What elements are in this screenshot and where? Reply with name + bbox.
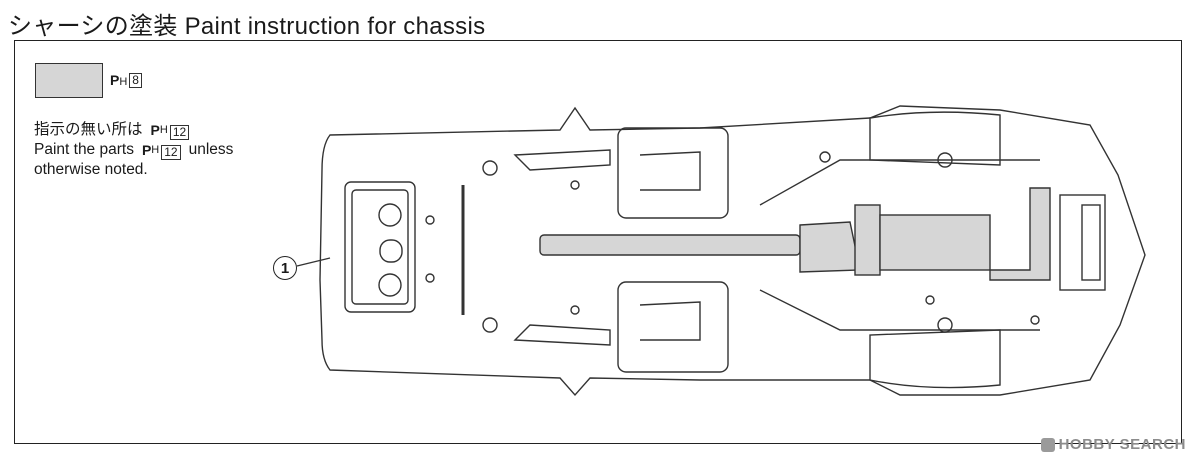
floor-well-upper: [617, 127, 729, 219]
note-en-suffix: unless: [188, 141, 234, 158]
rear-axle: [879, 214, 991, 271]
bolt-hole: [819, 151, 831, 163]
part-number: 1: [280, 259, 290, 277]
bolt-hole: [570, 305, 580, 315]
bolt-hole: [1030, 315, 1040, 325]
rear-bumper-block: [1059, 194, 1106, 291]
swatch-color-code: P H 8: [110, 72, 142, 88]
front-panel: [344, 181, 416, 313]
note-color-code-1: P H 12: [151, 120, 190, 140]
instruction-frame: [14, 40, 1182, 444]
bolt-hole: [425, 273, 435, 283]
note-line-3: otherwise noted.: [34, 160, 233, 180]
hobbysearch-logo-icon: [1040, 437, 1055, 452]
code-number: 12: [161, 145, 181, 160]
watermark: HOBBY SEARCH: [1040, 436, 1186, 453]
part-number-callout: 1: [273, 256, 297, 280]
rear-wheel-well-lower: [869, 329, 1001, 389]
mount-hole: [482, 160, 498, 176]
note-en-text: Paint the parts: [34, 141, 134, 158]
floor-well-lower: [617, 281, 729, 373]
lower-arm: [513, 324, 611, 346]
frame-rail-lower: [759, 289, 1040, 331]
frame-rail-upper: [759, 159, 1040, 206]
code-letter: P: [141, 142, 152, 158]
code-sub: H: [151, 144, 160, 156]
note-line-1: 指示の無い所は P H 12: [34, 120, 233, 140]
drive-shaft: [539, 234, 801, 256]
note-jp-text: 指示の無い所は: [34, 121, 143, 138]
watermark-text: HOBBY SEARCH: [1058, 436, 1186, 453]
seat-bracket-lower: [639, 301, 701, 341]
mount-hole: [482, 317, 498, 333]
front-panel-inner: [351, 189, 409, 305]
bolt-hole: [925, 295, 935, 305]
exhaust-pipe: [989, 187, 1051, 281]
bolt-hole: [570, 180, 580, 190]
front-hole-lower: [378, 273, 402, 297]
chassis-outline: [319, 105, 1146, 397]
rear-bumper-inner: [1081, 204, 1101, 281]
differential: [799, 221, 861, 273]
note-color-code-2: P H 12: [142, 140, 181, 160]
color-swatch: [35, 63, 103, 98]
seat-bracket-upper: [639, 151, 701, 191]
code-number: 8: [129, 73, 142, 88]
code-letter: P: [110, 72, 120, 88]
front-center-mount: [379, 239, 403, 263]
front-hole-upper: [378, 203, 402, 227]
code-sub: H: [159, 124, 168, 136]
leader-line: [296, 257, 331, 267]
upper-arm: [513, 149, 611, 171]
code-number: 12: [169, 125, 190, 140]
bolt-hole: [425, 215, 435, 225]
note-line-2: Paint the parts P H 12 unless: [34, 140, 233, 160]
rear-wheel-well-upper: [869, 111, 1001, 166]
code-letter: P: [150, 122, 160, 138]
note-en-text-2: otherwise noted.: [34, 161, 148, 178]
code-sub: H: [119, 76, 128, 88]
axle-mount: [854, 204, 881, 276]
paint-note: 指示の無い所は P H 12 Paint the parts P H 12 un…: [34, 120, 233, 180]
page-title: シャーシの塗装 Paint instruction for chassis: [8, 13, 486, 40]
